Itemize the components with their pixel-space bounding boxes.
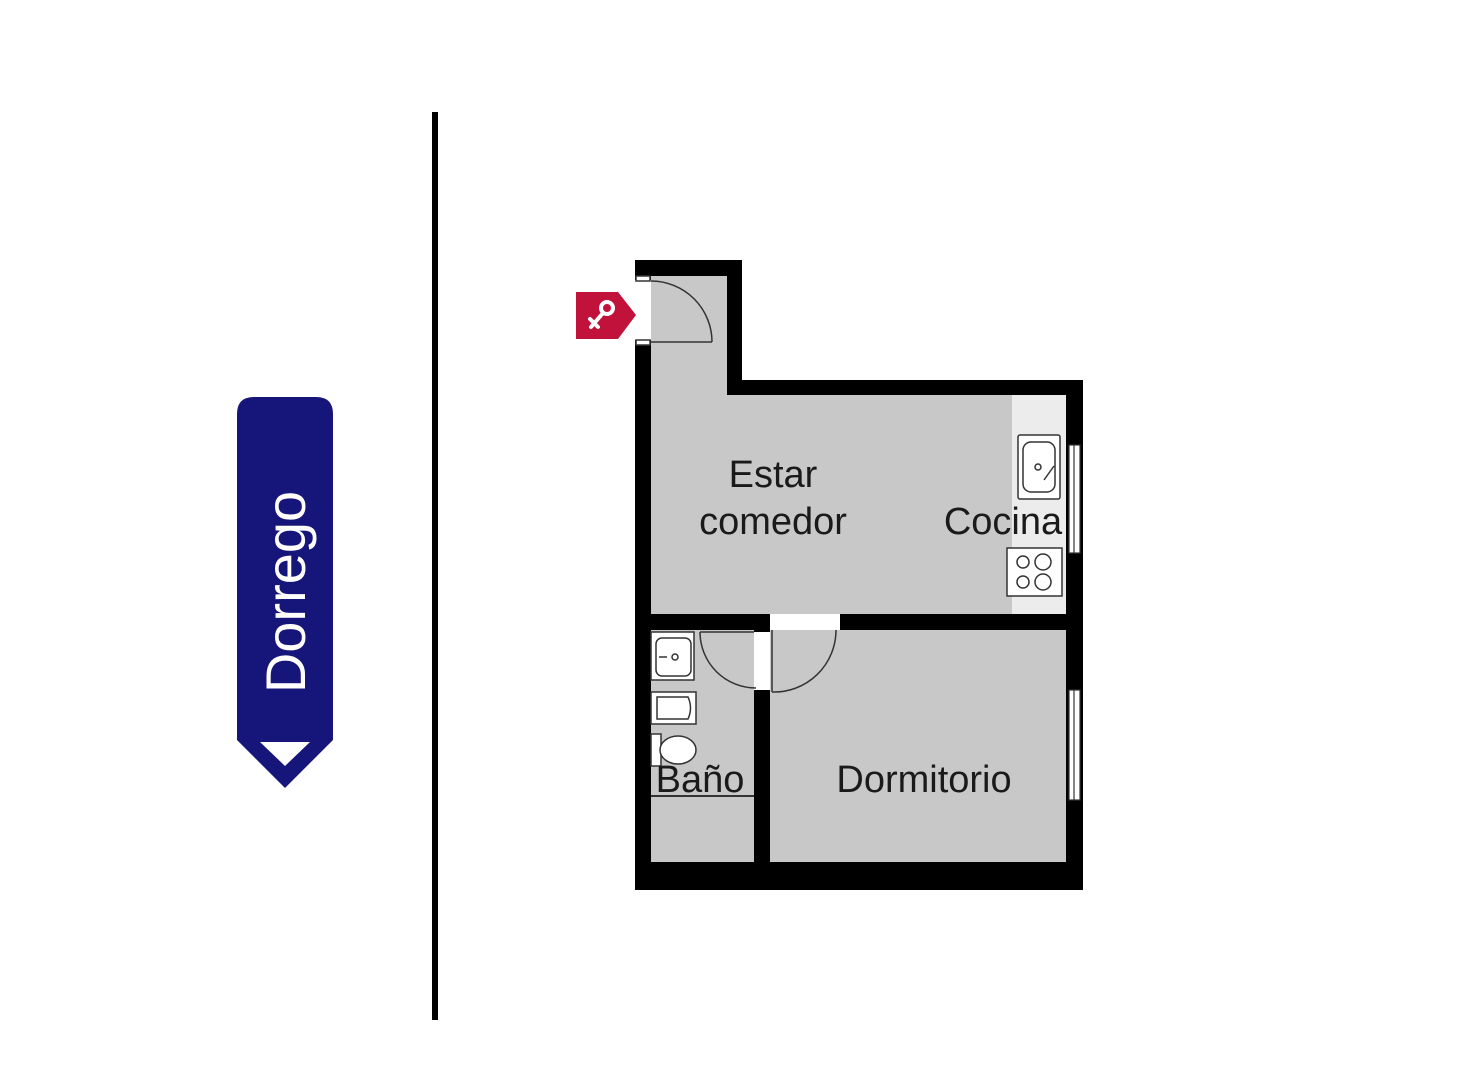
street-name: Dorrego	[254, 491, 317, 693]
door-openings	[635, 280, 840, 690]
sink-icon	[1017, 434, 1061, 500]
washbasin-icon	[650, 631, 695, 681]
room-label-comedor: comedor	[699, 501, 847, 543]
room-label-estar: Estar	[729, 454, 818, 496]
stove-icon	[1006, 547, 1063, 597]
doors	[635, 275, 837, 693]
street-badge-shape	[237, 397, 333, 788]
bedroom-floor	[770, 630, 1066, 862]
room-label-dormitorio: Dormitorio	[836, 759, 1011, 801]
street-badge: Dorrego	[237, 397, 333, 788]
room-label-cocina: Cocina	[944, 501, 1063, 543]
entrance-marker	[576, 292, 636, 339]
living-floor	[651, 395, 1066, 614]
key-icon	[588, 300, 615, 329]
bidet-icon	[650, 691, 697, 725]
windows	[1068, 444, 1081, 801]
room-label-bano: Baño	[656, 759, 745, 801]
floors	[651, 276, 1066, 862]
corridor-floor	[651, 276, 727, 396]
toilet-icon	[650, 733, 697, 767]
arrow-down-icon	[260, 742, 310, 766]
